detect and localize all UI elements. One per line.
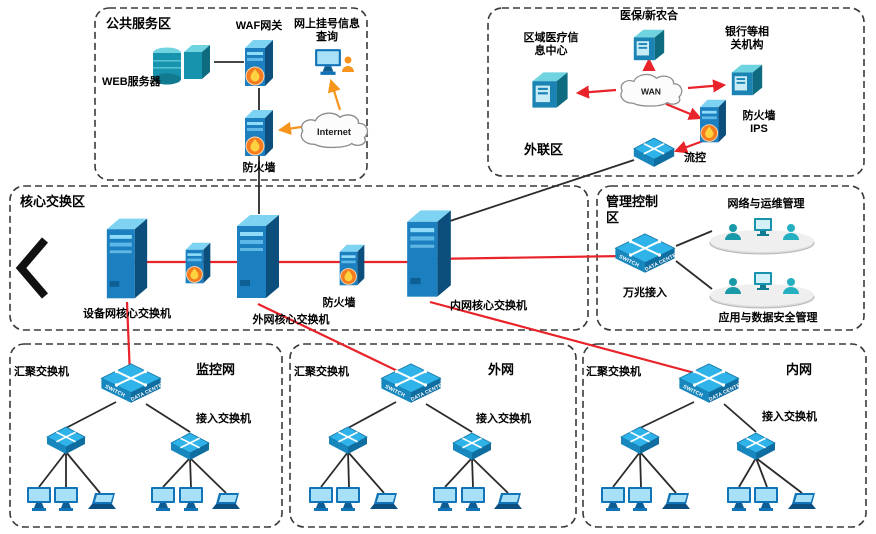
int-aggregation-switch-icon: SWITCH DATA CENTER [676,358,745,412]
workstation-icon [53,486,79,512]
firewall-top-icon [242,106,276,160]
mon-access-switch-left-icon [44,424,88,458]
ext-aggregation-switch-icon: SWITCH DATA CENTER [378,358,447,412]
wan-cloud-label: WAN [641,87,661,97]
device-net-core-switch-icon [103,212,151,304]
device-net-core-switch-label: 设备网核心交换机 [83,308,171,320]
regional-medical-center-label: 区域医疗信息中心 [523,32,579,58]
laptop-icon [88,492,118,512]
security-management-label: 应用与数据安全管理 [718,312,818,324]
bank-institutions-icon [728,60,766,100]
laptop-icon [788,492,818,512]
mon-access-switch-right-icon [168,430,212,464]
zone-external-net-border [289,343,577,528]
medical-insurance-label: 医保/新农合 [619,10,679,22]
workstation-icon [150,486,176,512]
int-aggregation-switch-label: 汇聚交换机 [586,366,641,378]
workstation-icon [308,486,334,512]
firewall-top-label: 防火墙 [242,162,276,174]
online-registration-label: 网上挂号信息查询 [294,18,360,44]
int-access-switch-label: 接入交换机 [762,411,817,423]
workstation-icon [753,486,779,512]
internet-cloud-label: Internet [317,127,351,137]
core-firewall-label: 防火墙 [322,297,356,309]
zone-core-switch-border [9,185,589,331]
ext-access-switch-right-icon [450,430,494,464]
user-icon [342,56,354,74]
monitoring-net-zone-title: 监控网 [196,362,236,377]
core-firewall-2-icon [337,240,367,290]
laptop-icon [494,492,524,512]
mgmt-access-switch-icon: SWITCH DATA CENTER [612,228,681,282]
laptop-icon [212,492,242,512]
external-link-zone-title: 外联区 [524,142,564,157]
black-links [38,61,803,494]
laptop-icon [370,492,400,512]
external-core-switch-label: 外网核心交换机 [252,314,330,326]
ops-management-platform-icon [706,210,818,256]
zone-borders [9,7,867,528]
mon-aggregation-switch-icon: SWITCH DATA CENTER [98,358,167,412]
workstation-icon [335,486,361,512]
back-chevron-icon[interactable] [15,237,49,299]
workstation-icon [627,486,653,512]
medical-insurance-icon [630,26,668,64]
workstation-icon [600,486,626,512]
management-zone-title: 管理控制区 [606,194,659,226]
firewall-ips-icon [696,96,730,146]
web-server-label: WEB服务器 [102,76,161,88]
bank-institutions-label: 银行等相关机构 [725,26,769,52]
ten-gig-access-label: 万兆接入 [623,287,667,299]
internal-core-switch-label: 内网核心交换机 [450,300,527,312]
workstation-icon [432,486,458,512]
external-net-zone-title: 外网 [488,362,515,377]
zone-management-border [596,185,865,331]
mon-access-switch-label: 接入交换机 [196,413,251,425]
flow-control-icon [628,136,680,170]
flow-control-label: 流控 [684,152,706,164]
registration-pc-icon [314,48,342,76]
orange-links [277,78,342,135]
ops-management-label: 网络与运维管理 [727,198,805,210]
ext-access-switch-left-icon [326,424,370,458]
internal-net-zone-title: 内网 [786,362,813,377]
wan-cloud-icon: WAN [616,70,686,110]
internet-cloud-icon: Internet [296,108,372,152]
int-access-switch-left-icon [618,424,662,458]
firewall-ips-label: 防火墙 IPS [742,110,776,136]
waf-gateway-label: WAF网关 [235,20,283,32]
public-service-zone-title: 公共服务区 [106,16,172,31]
red-links [125,57,727,378]
workstation-icon [26,486,52,512]
ext-access-switch-label: 接入交换机 [476,413,531,425]
core-switch-zone-title: 核心交换区 [20,194,86,209]
regional-medical-center-icon [528,68,572,112]
core-firewall-1-icon [183,238,213,288]
ext-aggregation-switch-label: 汇聚交换机 [294,366,349,378]
zone-internal-net-border [582,343,867,528]
zone-external-link-border [487,7,865,177]
internal-core-switch-icon [403,204,455,302]
laptop-icon [662,492,692,512]
mon-aggregation-switch-label: 汇聚交换机 [14,366,69,378]
workstation-icon [178,486,204,512]
int-access-switch-right-icon [734,430,778,464]
external-core-switch-icon [233,208,283,304]
security-management-platform-icon [706,264,818,310]
waf-gateway-icon [242,36,276,90]
zone-public-service-border [94,7,368,181]
zone-monitoring-net-border [9,343,283,528]
workstation-icon [460,486,486,512]
workstation-icon [726,486,752,512]
